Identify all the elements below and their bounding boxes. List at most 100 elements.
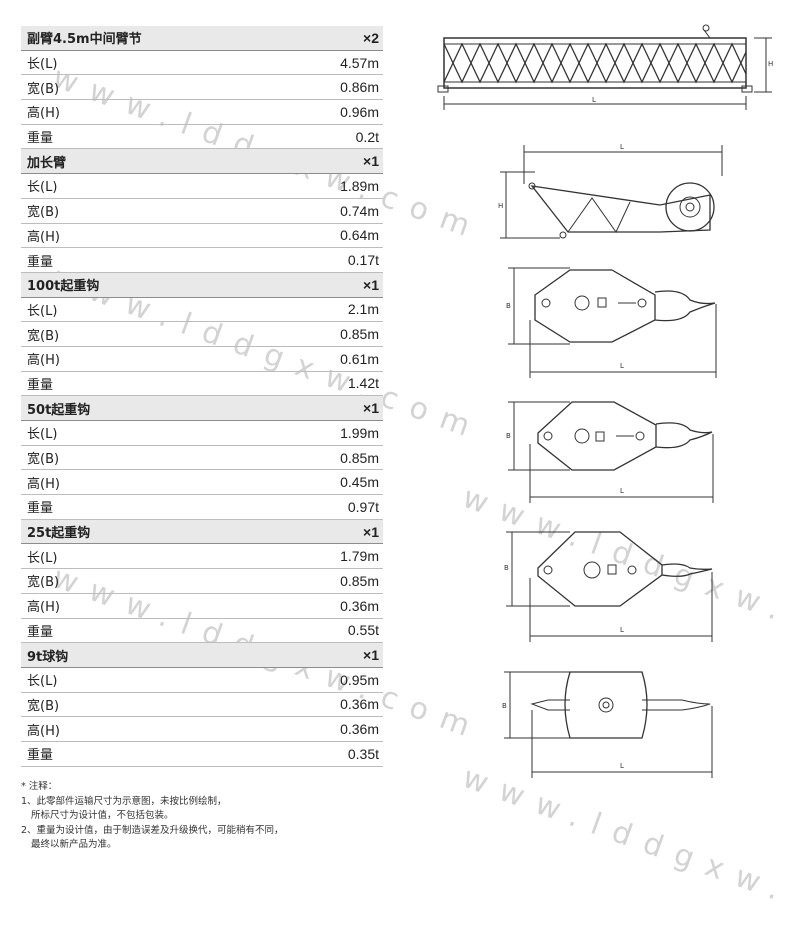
row-value: 1.99m: [340, 424, 379, 441]
row-label: 高(H): [27, 476, 60, 492]
table-row: 长(L) 2.1m: [21, 298, 383, 323]
note-2-cont: 最终以新产品为准。: [31, 839, 117, 850]
table-row: 重量 0.97t: [21, 495, 383, 520]
row-label: 宽(B): [27, 698, 60, 714]
row-label: 长(L): [27, 303, 58, 319]
section-header: 9t球钩 ×1: [21, 643, 383, 668]
extension-jib-drawing: [500, 145, 723, 239]
row-label: 重量: [27, 254, 54, 270]
table-row: 高(H) 0.96m: [21, 100, 383, 125]
table-row: 宽(B) 0.36m: [21, 693, 383, 718]
table-row: 高(H) 0.45m: [21, 470, 383, 496]
row-value: 0.36m: [340, 696, 379, 713]
row-label: 高(H): [27, 229, 60, 245]
row-value: 0.36m: [340, 597, 379, 614]
table-row: 长(L) 4.57m: [21, 51, 383, 76]
row-label: 长(L): [27, 427, 58, 443]
table-row: 高(H) 0.36m: [21, 717, 383, 742]
table-row: 宽(B) 0.85m: [21, 446, 383, 471]
row-value: 1.42t: [347, 375, 379, 392]
hook-100t-drawing: [508, 267, 717, 378]
dim-label-length: L: [620, 143, 624, 151]
row-value: 0.61m: [340, 350, 379, 367]
row-value: 0.97t: [347, 498, 379, 515]
dim-label-height: H: [498, 202, 503, 210]
dim-label-length: L: [620, 626, 624, 634]
row-label: 重量: [27, 624, 54, 640]
dim-label-breadth: B: [502, 702, 507, 710]
row-value: 0.86m: [340, 79, 379, 96]
table-row: 高(H) 0.61m: [21, 347, 383, 372]
section-title: 50t起重钩: [27, 402, 91, 418]
dim-label-breadth: B: [506, 302, 511, 310]
row-label: 高(H): [27, 600, 60, 616]
hook-25t-drawing: [506, 531, 713, 642]
row-label: 高(H): [27, 106, 60, 122]
jib-section-drawing: [437, 24, 772, 110]
row-value: 0.45m: [340, 474, 379, 491]
dim-label-length: L: [620, 762, 624, 770]
row-value: 0.35t: [347, 745, 379, 762]
row-label: 宽(B): [27, 452, 60, 468]
table-row: 高(H) 0.36m: [21, 594, 383, 619]
table-row: 重量 1.42t: [21, 372, 383, 397]
row-label: 重量: [27, 501, 54, 517]
table-row: 重量 0.17t: [21, 248, 383, 273]
row-value: 4.57m: [340, 54, 379, 71]
dim-label-breadth: B: [504, 564, 509, 572]
table-row: 宽(B) 0.85m: [21, 569, 383, 594]
section-title: 副臂4.5m中间臂节: [27, 32, 142, 48]
section-title: 25t起重钩: [27, 526, 91, 542]
note-2: 2、重量为设计值，由于制造误差及升级换代，可能稍有不同，: [21, 824, 284, 836]
row-label: 长(L): [27, 674, 58, 690]
row-label: 宽(B): [27, 81, 60, 97]
row-value: 0.95m: [340, 671, 379, 688]
section-quantity: ×1: [363, 276, 379, 293]
spec-table: 副臂4.5m中间臂节 ×2 长(L) 4.57m 宽(B) 0.86m 高(H)…: [21, 26, 383, 767]
row-label: 重量: [27, 748, 54, 764]
table-row: 高(H) 0.64m: [21, 224, 383, 249]
section-title: 100t起重钩: [27, 279, 100, 295]
notes: * 注释： 1、此零部件运输尺寸为示意图，未按比例绘制， 所标尺寸为设计值，不包…: [21, 780, 391, 853]
row-value: 0.55t: [347, 622, 379, 639]
row-label: 高(H): [27, 353, 60, 369]
row-label: 长(L): [27, 57, 58, 73]
section-quantity: ×1: [363, 647, 379, 664]
note-1-cont: 所标尺寸为设计值，不包括包装。: [31, 810, 174, 821]
section-header: 100t起重钩 ×1: [21, 272, 383, 298]
section-quantity: ×1: [363, 153, 379, 170]
row-label: 宽(B): [27, 575, 60, 591]
row-value: 1.79m: [340, 548, 379, 565]
row-value: 0.64m: [340, 227, 379, 244]
section-quantity: ×2: [363, 29, 379, 46]
table-row: 长(L) 1.89m: [21, 174, 383, 199]
table-row: 宽(B) 0.86m: [21, 75, 383, 101]
row-label: 长(L): [27, 550, 58, 566]
table-row: 重量 0.2t: [21, 125, 383, 150]
table-row: 宽(B) 0.74m: [21, 199, 383, 224]
section-header: 副臂4.5m中间臂节 ×2: [21, 26, 383, 51]
dim-label-breadth: B: [506, 432, 511, 440]
table-row: 长(L) 1.79m: [21, 544, 383, 570]
table-row: 重量 0.55t: [21, 619, 383, 644]
table-row: 长(L) 0.95m: [21, 668, 383, 693]
row-value: 1.89m: [340, 177, 379, 194]
row-label: 高(H): [27, 723, 60, 739]
row-value: 0.85m: [340, 449, 379, 466]
section-title: 9t球钩: [27, 649, 69, 665]
row-label: 重量: [27, 131, 54, 147]
row-value: 0.2t: [355, 128, 379, 145]
component-drawings: L H L H B L B L B L B L: [437, 24, 773, 778]
section-header: 50t起重钩 ×1: [21, 396, 383, 421]
ball-hook-9t-drawing: [504, 671, 713, 778]
section-quantity: ×1: [363, 400, 379, 417]
section-header: 25t起重钩 ×1: [21, 519, 383, 545]
row-value: 0.36m: [340, 721, 379, 738]
hook-50t-drawing: [508, 401, 714, 503]
row-value: 0.96m: [340, 103, 379, 120]
dim-label-length: L: [620, 487, 624, 495]
row-value: 0.85m: [340, 326, 379, 343]
row-label: 重量: [27, 377, 54, 393]
section-quantity: ×1: [363, 523, 379, 540]
table-row: 宽(B) 0.85m: [21, 322, 383, 347]
